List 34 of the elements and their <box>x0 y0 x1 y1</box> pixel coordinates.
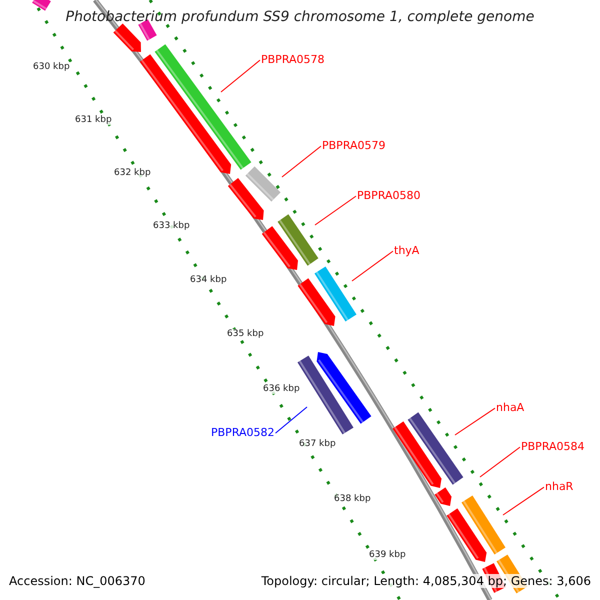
tick-label: 631 kbp <box>75 115 112 125</box>
gene-feature <box>154 44 252 170</box>
gene-feature <box>245 166 281 202</box>
gene-label: PBPRA0582 <box>211 426 275 439</box>
leader-line <box>275 406 308 434</box>
gene-feature <box>462 496 506 554</box>
gene-feature <box>314 266 356 322</box>
accession-text: Accession: NC_006370 <box>9 574 146 588</box>
leader-line <box>502 486 544 516</box>
leader-line <box>282 146 322 178</box>
gene-label: nhaA <box>496 401 524 414</box>
tick-label: 636 kbp <box>263 384 300 394</box>
gene-label: thyA <box>394 244 420 257</box>
tick-label: 633 kbp <box>153 221 190 231</box>
gene-feature <box>298 356 354 434</box>
tick-label: 630 kbp <box>33 62 70 72</box>
leader-line <box>220 60 260 92</box>
gene-label: PBPRA0578 <box>261 53 325 66</box>
tick-label: 635 kbp <box>227 329 264 339</box>
leader-line <box>454 408 496 436</box>
tick-label: 638 kbp <box>334 494 371 504</box>
tick-label: 639 kbp <box>369 550 406 560</box>
gene-feature <box>278 214 318 266</box>
gene-label: PBPRA0584 <box>521 440 585 453</box>
tick-label: 634 kbp <box>190 275 227 285</box>
gene-label: PBPRA0580 <box>357 189 421 202</box>
gene-label: nhaR <box>545 480 574 493</box>
map-title: Photobacterium profundum SS9 chromosome 1, complete genome <box>64 9 536 25</box>
leader-line <box>314 196 356 226</box>
gene-feature <box>408 412 464 485</box>
leader-line <box>480 446 520 478</box>
genome-summary: Topology: circular; Length: 4,085,304 bp; Genes: 3,606 <box>261 574 591 588</box>
gene-label: PBPRA0579 <box>322 139 386 152</box>
leader-line <box>352 250 394 282</box>
